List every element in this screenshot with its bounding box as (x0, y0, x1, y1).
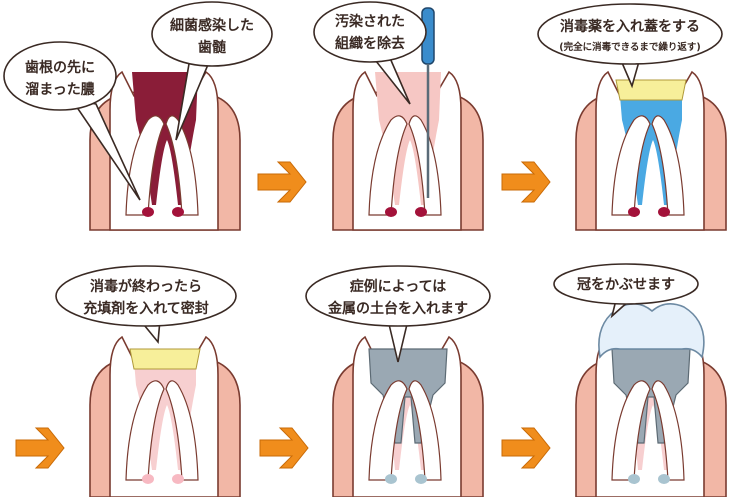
speech-bubble (55, 265, 237, 327)
speech-bubble (553, 263, 699, 305)
healed-apex-dot (628, 474, 640, 484)
root-right (165, 115, 199, 216)
root-right (651, 115, 685, 216)
step-2-cleaning-tooth (332, 7, 484, 231)
callout-text: 溜まった膿 (25, 81, 95, 98)
callout-text: 汚染された (335, 13, 405, 30)
temporary-seal (615, 79, 687, 101)
metal-core (611, 348, 691, 444)
root-right (165, 380, 199, 481)
healed-apex-dot (142, 474, 154, 484)
healed-apex-dot (385, 474, 397, 484)
speech-bubble (3, 41, 117, 111)
callout-text: 充填剤を入れて密封 (83, 300, 209, 317)
root-left (611, 115, 651, 216)
callout-text: 冠をかぶせます (577, 277, 675, 293)
arrow-right-icon (501, 161, 551, 203)
pus-dot (415, 207, 427, 217)
seal (129, 348, 201, 370)
callout-text: (完全に消毒できるまで繰り返す) (559, 41, 701, 53)
callout-medicine: 消毒薬を入れ蓋をする (完全に消毒できるまで繰り返す) (537, 3, 723, 89)
callout-cleaning: 汚染された 組織を除去 (313, 1, 427, 105)
metal-core (368, 348, 448, 444)
step-5-core-tooth (332, 335, 484, 497)
pus-dot (628, 207, 640, 217)
speech-bubble (313, 1, 427, 63)
callout-core: 症例によっては 金属の土台を入れます (305, 265, 491, 363)
callout-infected-pulp: 細菌感染した 歯髄 (151, 1, 273, 141)
arrow-right-icon (501, 427, 551, 469)
root-right (408, 115, 442, 216)
pus-dot (172, 207, 184, 217)
callout-text: 消毒が終わったら (90, 278, 202, 295)
callout-text: 金属の土台を入れます (327, 300, 468, 317)
root-left (368, 380, 408, 481)
speech-bubble (305, 265, 491, 327)
callout-text: 消毒薬を入れ蓋をする (560, 18, 700, 35)
root-right (651, 380, 685, 481)
pus-dot (385, 207, 397, 217)
callout-text: 歯髄 (198, 39, 227, 56)
healed-apex-dot (658, 474, 670, 484)
callout-pus: 歯根の先に 溜まった膿 (3, 41, 141, 201)
pus-dot (142, 207, 154, 217)
step-3-medicated-tooth (575, 70, 727, 231)
arrow-right-icon (257, 161, 307, 203)
root-left (611, 380, 651, 481)
healed-apex-dot (415, 474, 427, 484)
callout-filling: 消毒が終わったら 充填剤を入れて密封 (55, 265, 237, 345)
speech-bubble (537, 3, 723, 65)
callout-text: 細菌感染した (170, 17, 254, 34)
step-4-filled-tooth (89, 335, 241, 497)
callout-text: 症例によっては (350, 278, 447, 295)
root-left (125, 380, 165, 481)
callout-crown: 冠をかぶせます (553, 263, 699, 319)
arrow-right-icon (259, 427, 309, 469)
step-6-crowned-tooth (575, 303, 727, 497)
pus-dot (658, 207, 670, 217)
speech-bubble (151, 1, 273, 67)
callout-text: 組織を除去 (335, 35, 405, 52)
root-right (408, 380, 442, 481)
healed-apex-dot (172, 474, 184, 484)
callout-text: 歯根の先に (25, 59, 95, 76)
root-left (368, 115, 408, 216)
arrow-right-icon (15, 427, 65, 469)
